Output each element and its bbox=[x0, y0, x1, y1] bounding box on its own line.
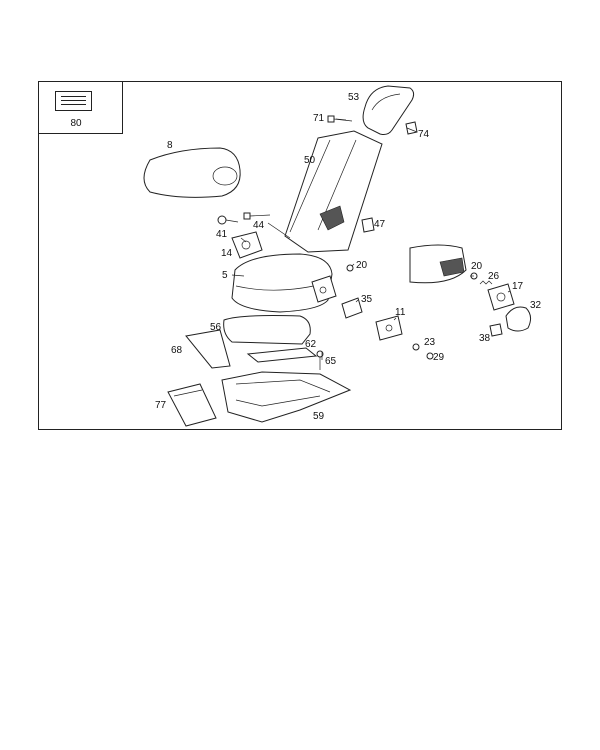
callout-20a: 20 bbox=[356, 260, 368, 271]
callout-44: 44 bbox=[253, 220, 265, 231]
callout-17: 17 bbox=[512, 281, 524, 292]
part-14-hinge-bracket bbox=[231, 231, 263, 259]
callout-56: 56 bbox=[210, 322, 222, 333]
part-47-clip bbox=[361, 217, 375, 233]
callout-62: 62 bbox=[305, 339, 317, 350]
callout-74: 74 bbox=[418, 129, 430, 140]
part-65-screw bbox=[316, 350, 324, 370]
part-68-trim bbox=[185, 329, 231, 369]
part-35-bracket bbox=[341, 297, 363, 319]
callout-71: 71 bbox=[313, 113, 325, 124]
callout-38: 38 bbox=[479, 333, 491, 344]
callout-53: 53 bbox=[348, 92, 360, 103]
part-8-cover bbox=[143, 147, 241, 198]
callout-32: 32 bbox=[530, 300, 542, 311]
part-41-bolt bbox=[217, 215, 239, 225]
part-20-small-pin bbox=[346, 264, 354, 272]
callout-41: 41 bbox=[216, 229, 228, 240]
part-44-screw bbox=[243, 212, 271, 220]
callout-77: 77 bbox=[155, 400, 167, 411]
part-56-upholstery-pad bbox=[223, 315, 311, 345]
callout-29: 29 bbox=[433, 352, 445, 363]
part-latch-mechanism bbox=[311, 275, 337, 303]
part-17-lock-housing bbox=[487, 283, 515, 311]
part-62-mat bbox=[246, 347, 318, 363]
legend-box: 80 bbox=[38, 81, 123, 134]
callout-5: 5 bbox=[222, 270, 228, 281]
callout-26: 26 bbox=[488, 271, 500, 282]
callout-14: 14 bbox=[221, 248, 233, 259]
callout-50: 50 bbox=[304, 155, 316, 166]
part-32-cover-plate bbox=[505, 306, 532, 332]
part-side-cover bbox=[409, 244, 467, 284]
diagram-frame bbox=[38, 81, 562, 430]
legend-label: 80 bbox=[70, 118, 82, 129]
callout-8: 8 bbox=[167, 140, 173, 151]
leader-lines bbox=[231, 118, 511, 360]
callout-65: 65 bbox=[325, 356, 337, 367]
callout-59: 59 bbox=[313, 411, 325, 422]
part-23-washer bbox=[412, 343, 420, 351]
callout-68: 68 bbox=[171, 345, 183, 356]
callout-20b: 20 bbox=[471, 261, 483, 272]
part-77-storage-box bbox=[167, 383, 217, 427]
callout-47: 47 bbox=[374, 219, 386, 230]
part-50-back-panel bbox=[284, 130, 383, 253]
part-53-armrest-top-pad bbox=[362, 85, 415, 135]
part-11-bracket bbox=[375, 315, 403, 341]
part-71-screw bbox=[327, 115, 353, 123]
part-38-clip bbox=[489, 323, 503, 337]
callout-23: 23 bbox=[424, 337, 436, 348]
callout-35: 35 bbox=[361, 294, 373, 305]
part-59-tray-base bbox=[221, 371, 352, 423]
document-icon bbox=[55, 91, 92, 111]
callout-11: 11 bbox=[395, 307, 406, 318]
callouts: 53 71 74 8 50 44 41 47 14 20 5 20 26 17 … bbox=[155, 92, 542, 422]
part-29-washer bbox=[426, 352, 434, 360]
